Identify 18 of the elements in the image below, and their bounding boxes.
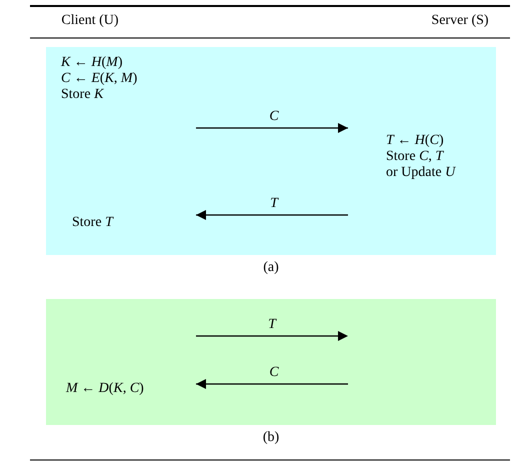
edge-label: T [269,196,280,212]
statement-text: T ← H(C) [386,133,445,149]
statement-text: K ← H(M) [61,55,124,71]
arrow-label: T [267,317,278,333]
statement-text: C ← E(K, M) [61,71,138,87]
panel-caption: (b) [262,430,280,446]
statement-text: or Update U [386,165,457,181]
statement-text: Store K [61,87,105,103]
statement-text: Store T [72,215,115,231]
panel-background [46,47,496,255]
column-heading: Client (U) [60,13,120,29]
panel-caption: (a) [262,260,280,276]
statement-text: M ← D(K, C) [66,381,145,397]
edge-label: C [268,365,280,381]
panel-background [46,299,496,425]
statement-text: Store C, T [386,149,445,165]
column-heading: Server (S) [430,13,490,29]
edge-label: C [268,109,280,125]
